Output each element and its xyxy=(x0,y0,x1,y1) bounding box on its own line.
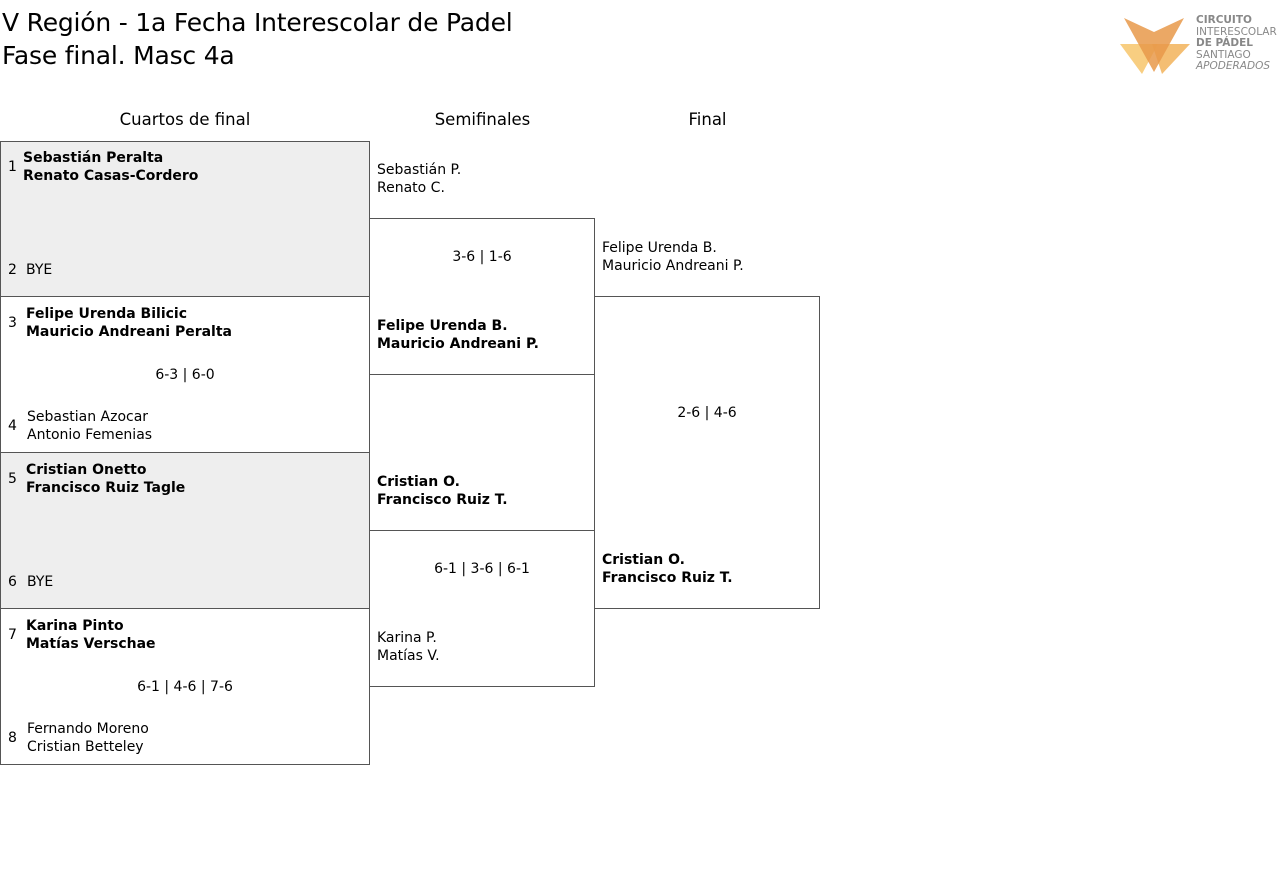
team-names: Sebastián Peralta Renato Casas-Cordero xyxy=(23,149,198,185)
quarterfinal-match-1: 1 Sebastián Peralta Renato Casas-Cordero… xyxy=(0,141,370,297)
fox-logo-icon xyxy=(1120,18,1190,74)
player-name: Karina P. xyxy=(377,630,437,646)
logo-wordmark: CIRCUITO INTERESCOLAR DE PÁDEL SANTIAGO … xyxy=(1196,14,1277,73)
player-name: Matías Verschae xyxy=(26,636,156,652)
player-name: Renato Casas-Cordero xyxy=(23,168,199,184)
seed-number: 2 xyxy=(8,262,17,278)
team-names: Karina P. Matías V. xyxy=(377,629,440,665)
seed-number: 7 xyxy=(8,627,17,643)
team-names: Cristian O. Francisco Ruiz T. xyxy=(602,551,733,587)
player-name: BYE xyxy=(26,262,53,278)
team-names: BYE xyxy=(26,261,52,279)
team-names: Sebastian Azocar Antonio Femenias xyxy=(27,408,152,444)
seed-number: 4 xyxy=(8,418,17,434)
player-name: Cristian O. xyxy=(602,552,686,568)
team-names: BYE xyxy=(27,573,53,591)
seed-number: 1 xyxy=(8,159,17,175)
round-header-semifinals: Semifinales xyxy=(434,110,531,129)
match-score: 6-1 | 3-6 | 6-1 xyxy=(434,561,530,577)
player-name: Francisco Ruiz Tagle xyxy=(26,480,186,496)
team-names: Cristian Onetto Francisco Ruiz Tagle xyxy=(26,461,185,497)
semifinal-match-1: 3-6 | 1-6 Felipe Urenda B. Mauricio Andr… xyxy=(369,218,595,375)
final-top-team: Felipe Urenda B. Mauricio Andreani P. xyxy=(602,239,744,275)
player-name: Francisco Ruiz T. xyxy=(602,570,733,586)
player-name: BYE xyxy=(27,574,54,590)
player-name: Mauricio Andreani Peralta xyxy=(26,324,232,340)
player-name: Cristian O. xyxy=(377,474,461,490)
match-score: 6-3 | 6-0 xyxy=(155,367,215,383)
semifinal-1-top-team: Sebastián P. Renato C. xyxy=(377,161,461,197)
player-name: Felipe Urenda Bilicic xyxy=(26,306,188,322)
seed-number: 8 xyxy=(8,730,17,746)
player-name: Felipe Urenda B. xyxy=(602,240,717,256)
match-score: 2-6 | 4-6 xyxy=(677,405,737,421)
seed-number: 5 xyxy=(8,471,17,487)
team-names: Felipe Urenda B. Mauricio Andreani P. xyxy=(377,317,539,353)
circuit-logo: CIRCUITO INTERESCOLAR DE PÁDEL SANTIAGO … xyxy=(1118,14,1280,76)
seed-number: 6 xyxy=(8,574,17,590)
player-name: Sebastián P. xyxy=(377,162,462,178)
player-name: Mauricio Andreani P. xyxy=(602,258,744,274)
final-match: 2-6 | 4-6 Cristian O. Francisco Ruiz T. xyxy=(594,296,820,609)
match-score: 3-6 | 1-6 xyxy=(452,249,512,265)
player-name: Mauricio Andreani P. xyxy=(377,336,539,352)
team-names: Fernando Moreno Cristian Betteley xyxy=(27,720,149,756)
seed-number: 3 xyxy=(8,315,17,331)
team-names: Karina Pinto Matías Verschae xyxy=(26,617,156,653)
semifinal-match-2: 6-1 | 3-6 | 6-1 Karina P. Matías V. xyxy=(369,530,595,687)
logo-line-5: APODERADOS xyxy=(1196,60,1270,72)
logo-line-2: INTERESCOLAR xyxy=(1196,25,1277,38)
semifinal-2-top-team: Cristian O. Francisco Ruiz T. xyxy=(377,473,508,509)
logo-line-3: DE PÁDEL xyxy=(1196,37,1253,49)
page-subtitle: Fase final. Masc 4a xyxy=(2,41,235,70)
player-name: Sebastián Peralta xyxy=(23,150,164,166)
player-name: Renato C. xyxy=(377,180,445,196)
player-name: Antonio Femenias xyxy=(27,427,153,443)
round-header-final: Final xyxy=(688,110,727,129)
round-header-quarterfinals: Cuartos de final xyxy=(119,110,251,129)
player-name: Felipe Urenda B. xyxy=(377,318,508,334)
quarterfinal-match-3: 5 Cristian Onetto Francisco Ruiz Tagle 6… xyxy=(0,452,370,609)
logo-line-1: CIRCUITO xyxy=(1196,14,1252,26)
player-name: Karina Pinto xyxy=(26,618,124,634)
player-name: Sebastian Azocar xyxy=(27,409,149,425)
player-name: Cristian Onetto xyxy=(26,462,147,478)
player-name: Matías V. xyxy=(377,648,440,664)
logo-line-4: SANTIAGO xyxy=(1196,48,1251,61)
quarterfinal-match-2: 3 Felipe Urenda Bilicic Mauricio Andrean… xyxy=(0,296,370,453)
match-score: 6-1 | 4-6 | 7-6 xyxy=(137,679,233,695)
quarterfinal-match-4: 7 Karina Pinto Matías Verschae 6-1 | 4-6… xyxy=(0,608,370,765)
team-names: Felipe Urenda Bilicic Mauricio Andreani … xyxy=(26,305,232,341)
page-title: V Región - 1a Fecha Interescolar de Pade… xyxy=(2,8,513,37)
player-name: Fernando Moreno xyxy=(27,721,149,737)
player-name: Francisco Ruiz T. xyxy=(377,492,508,508)
player-name: Cristian Betteley xyxy=(27,739,144,755)
